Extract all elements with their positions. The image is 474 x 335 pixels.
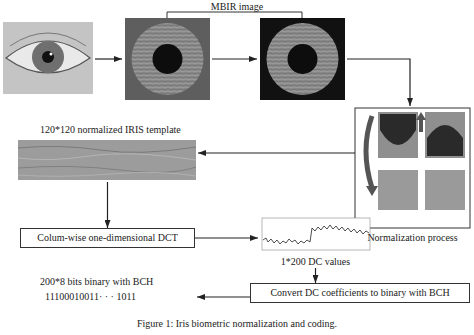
connector-arrow	[315, 268, 316, 283]
template-node: 120*120 normalized IRIS template	[18, 124, 198, 182]
process-box: Convert DC coefficients to binary with B…	[250, 283, 470, 303]
arrow	[212, 58, 257, 59]
group-label: MBIR image	[0, 1, 474, 13]
eye-photo	[3, 22, 93, 94]
process-box: Colum-wise one-dimensional DCT	[20, 228, 195, 248]
normalization-node: Normalization process	[355, 108, 470, 244]
node-text: Convert DC coefficients to binary with B…	[257, 287, 463, 299]
dc-signal-plot	[262, 218, 370, 250]
node-text: Colum-wise one-dimensional DCT	[27, 232, 188, 244]
arrow	[95, 58, 122, 59]
iris-image	[125, 18, 210, 100]
connector-arrow	[107, 182, 108, 228]
bracket	[167, 12, 302, 19]
arrow	[197, 296, 250, 297]
node-text: 1*200 DC values	[258, 256, 373, 268]
figure-caption: Figure 1: Iris biometric normalization a…	[0, 318, 474, 330]
connector-arrow	[195, 237, 258, 238]
signal-node: 1*200 DC values	[258, 212, 373, 268]
output-label: 200*8 bits binary with BCH	[40, 276, 153, 288]
normalization-panel	[355, 108, 470, 228]
node-text: Normalization process	[355, 232, 470, 244]
arrow	[347, 59, 410, 106]
iris-template	[18, 140, 196, 180]
connector-arrow	[198, 152, 355, 153]
iris-image	[260, 18, 345, 100]
output-value: 11100010011· · · 1011	[45, 291, 136, 303]
node-text: 120*120 normalized IRIS template	[40, 124, 198, 136]
